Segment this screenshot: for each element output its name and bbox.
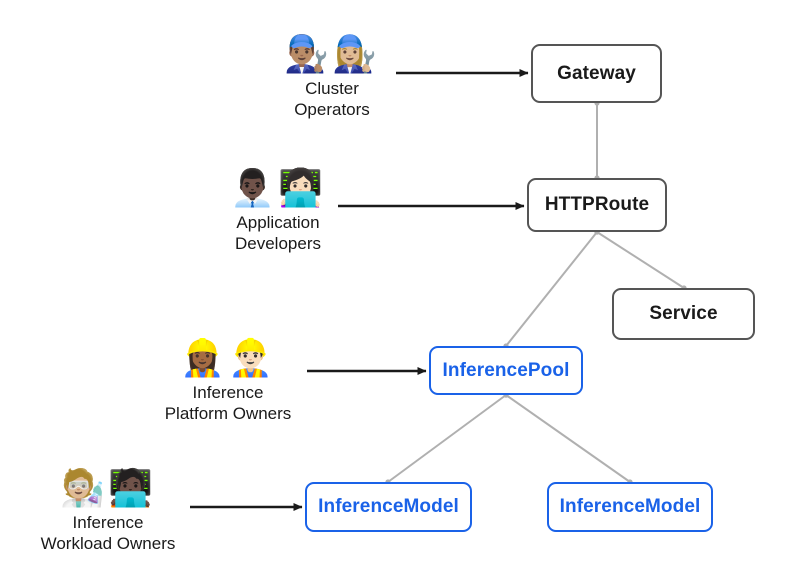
node-label: Gateway bbox=[557, 62, 636, 84]
mechanic-man-icon: 👨🏽‍🔧👩🏼‍🔧 bbox=[284, 33, 380, 74]
node-label: InferencePool bbox=[442, 359, 570, 381]
persona-label-line1: Cluster bbox=[305, 79, 359, 98]
edge-inferencepool-to-model-right bbox=[505, 394, 631, 483]
node-httproute[interactable]: HTTPRoute bbox=[527, 178, 667, 232]
node-inferencemodel-right[interactable]: InferenceModel bbox=[547, 482, 713, 532]
persona-label-line2: Developers bbox=[235, 234, 321, 253]
persona-label-line2: Workload Owners bbox=[40, 534, 176, 553]
persona-label-line2: Platform Owners bbox=[164, 404, 292, 423]
node-label: InferenceModel bbox=[559, 496, 701, 517]
persona-label-line2: Operators bbox=[294, 100, 370, 119]
node-inferencepool[interactable]: InferencePool bbox=[429, 346, 583, 395]
node-service[interactable]: Service bbox=[612, 288, 755, 340]
edge-inferencepool-to-model-left bbox=[387, 394, 507, 483]
construction-worker-woman-icon: 👷🏾‍♀️👷🏻‍♂️ bbox=[180, 337, 276, 378]
edge-httproute-to-service bbox=[596, 231, 685, 289]
edge-httproute-to-inferencepool bbox=[505, 231, 598, 347]
office-worker-icon: 👨🏿‍💼👩🏻‍💻 bbox=[230, 167, 326, 208]
persona-label-line1: Inference bbox=[192, 383, 264, 402]
node-label: Service bbox=[649, 303, 718, 324]
node-inferencemodel-left[interactable]: InferenceModel bbox=[305, 482, 472, 532]
persona-arrows bbox=[190, 69, 529, 511]
node-label: HTTPRoute bbox=[544, 194, 650, 215]
scientist-icon: 🧑🏼‍🔬🧑🏿‍💻 bbox=[60, 467, 156, 508]
persona-label-line1: Inference bbox=[72, 513, 144, 532]
node-gateway[interactable]: Gateway bbox=[531, 44, 662, 103]
persona-label-line1: Application bbox=[236, 213, 320, 232]
node-label: InferenceModel bbox=[318, 496, 459, 517]
